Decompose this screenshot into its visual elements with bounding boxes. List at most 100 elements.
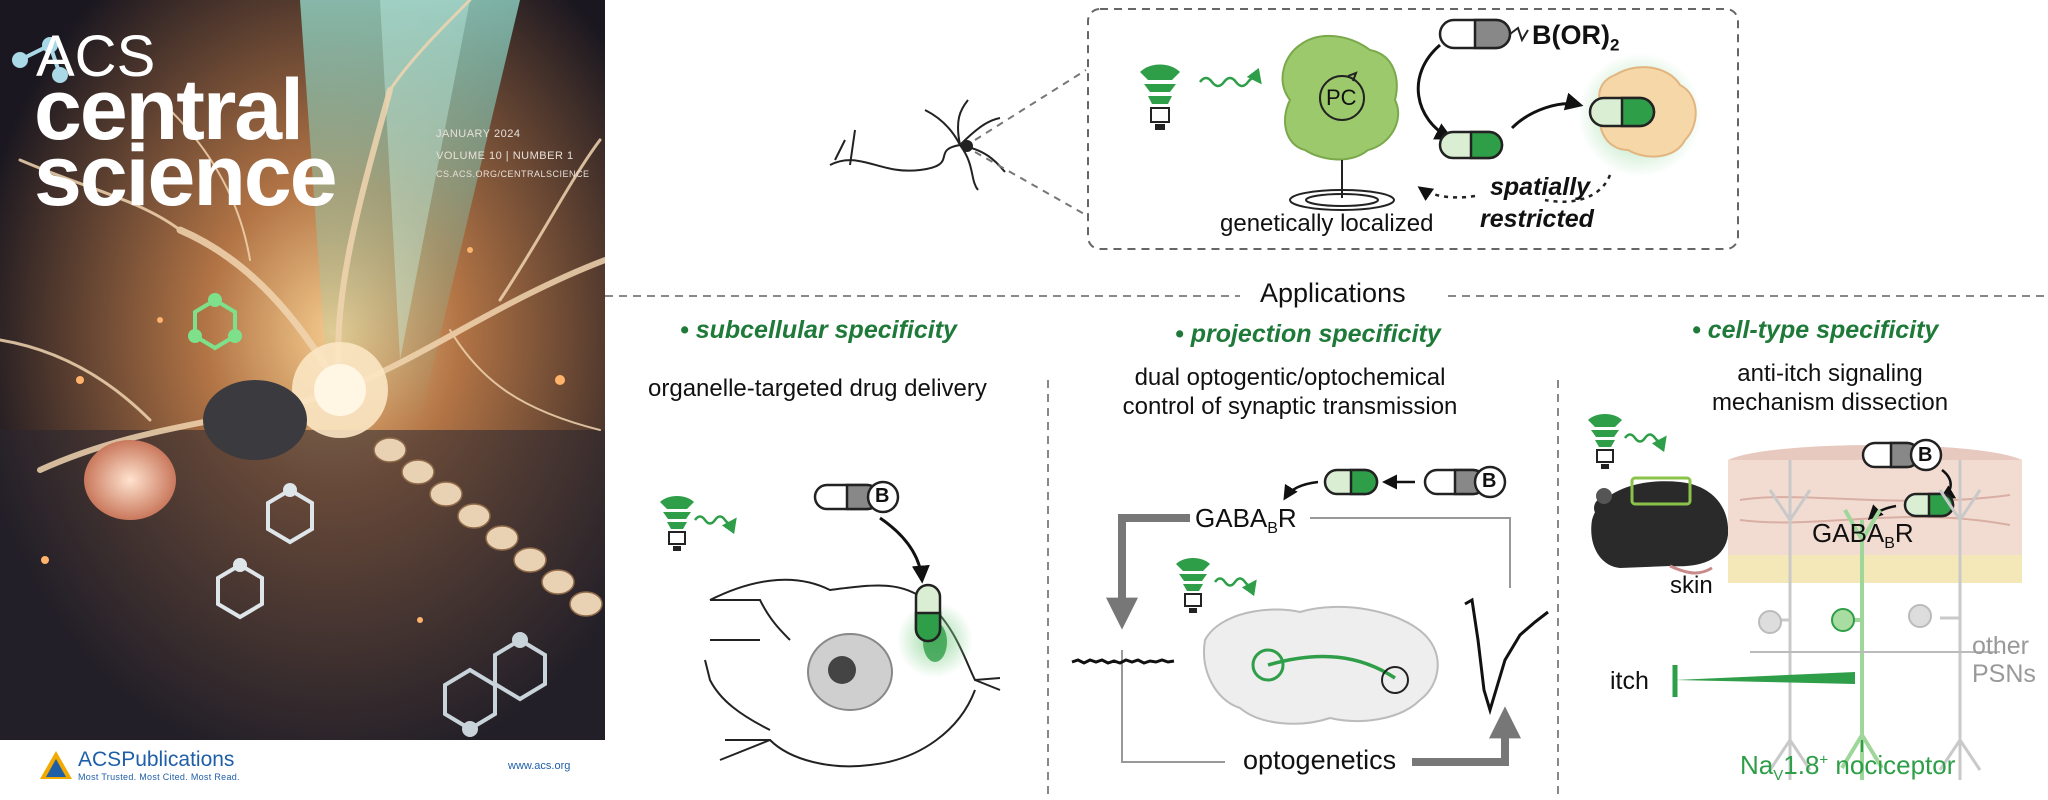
bound-drug-capsule [1588, 96, 1656, 128]
panel1-b-label: B [875, 485, 890, 507]
projection-description-line2: control of synaptic transmission [1122, 393, 1458, 420]
mouse-ear [1596, 488, 1612, 504]
photocatalyst-protein [1281, 34, 1400, 161]
light-bulb-icon-panel2 [1176, 558, 1210, 613]
inhibition-flow-arrow [1106, 514, 1190, 630]
other-psn-right-soma [1908, 604, 1932, 628]
skin-label: skin [1670, 572, 1713, 599]
cover-journal-acs: ACS [36, 24, 156, 89]
celltype-description-line1: anti-itch signaling [1737, 360, 1923, 387]
scheme-box [1087, 8, 1739, 250]
subcellular-description: organelle-targeted drug delivery [648, 375, 987, 402]
light-wave-panel2 [1213, 577, 1257, 597]
mouse-body [1591, 481, 1729, 568]
cover-url: CS.ACS.ORG/CENTRALSCIENCE [436, 169, 590, 179]
receptor-link-line [1310, 517, 1511, 588]
publisher-tagline: Most Trusted. Most Cited. Most Read. [78, 772, 240, 782]
projection-target [1381, 666, 1409, 694]
panel3-b-label: B [1918, 444, 1933, 466]
skin-region-box [1630, 476, 1692, 506]
panel2-receptor-main: GABA [1195, 503, 1268, 533]
other-psn-right [1938, 460, 1982, 780]
uncaged-drug-capsule-panel2 [1323, 468, 1379, 496]
boronate-label: B(OR)2 [1532, 20, 1619, 55]
publisher-name-publications: Publications [121, 748, 235, 771]
nociceptor-rest: 1.8 [1783, 750, 1820, 780]
caged-drug-capsule-panel1 [813, 480, 900, 514]
applications-title: Applications [1260, 278, 1406, 308]
publisher-url: www.acs.org [508, 760, 571, 772]
mouse-tail [1669, 564, 1713, 575]
projection-heading: • projection specificity [1175, 320, 1441, 348]
restriction-arrow [1417, 186, 1476, 202]
suppressed-trace [1071, 658, 1175, 665]
nociceptor-soma [1831, 608, 1855, 632]
panel3-receptor-label: GABABR [1812, 518, 1914, 553]
delivery-arrow [1510, 92, 1584, 130]
cover-journal-central: central [34, 62, 304, 158]
nociceptor-end: nociceptor [1828, 750, 1956, 780]
panel3-receptor-sub: B [1884, 535, 1895, 553]
light-bulb-icon-panel3 [1588, 414, 1622, 469]
panel1-arrow [879, 516, 930, 584]
other-psns-line1: other [1972, 632, 2029, 660]
nucleolus [828, 656, 856, 684]
nociceptor-sup: + [1819, 751, 1829, 769]
caged-drug-capsule-panel2 [1423, 465, 1507, 499]
cell-outline [704, 578, 1001, 768]
optogenetics-flow-arrow [1412, 706, 1521, 766]
cover-journal-science: science [34, 128, 338, 224]
injection-site [1251, 648, 1285, 682]
panel2-receptor-label: GABABR [1195, 503, 1297, 538]
panel3-receptor-end: R [1894, 518, 1914, 548]
cover-volume: VOLUME 10 | NUMBER 1 [436, 150, 574, 162]
other-psns-line2: PSNs [1972, 660, 2036, 688]
publisher-name: ACSPublications [78, 748, 234, 772]
projection-description-line1: dual optogentic/optochemical [1134, 364, 1446, 391]
neuron-icon [829, 99, 1006, 191]
panel2-receptor-sub: B [1267, 520, 1278, 538]
restricted-label: restricted [1480, 205, 1594, 233]
celltype-description-line2: mechanism dissection [1711, 389, 1949, 416]
optogenetics-link-left [1121, 650, 1225, 763]
caged-drug-capsule-top [1438, 18, 1529, 50]
projection-pathway [1267, 654, 1396, 680]
caged-drug-capsule-panel3 [1861, 438, 1943, 472]
nociceptor-label: NaV1.8+ nociceptor [1740, 750, 1955, 784]
light-wave-panel3 [1623, 433, 1667, 453]
uncaging-arrow [1416, 43, 1454, 140]
uncaged-drug-capsule [1438, 130, 1504, 160]
zoom-line-bottom [974, 151, 1087, 216]
celltype-heading: • cell-type specificity [1692, 316, 1939, 344]
evoked-trace [1464, 597, 1549, 716]
light-wave-top [1199, 67, 1262, 88]
itch-label: itch [1610, 667, 1649, 695]
brain-outline [1203, 606, 1439, 725]
uncaged-drug-capsule-panel1 [914, 583, 942, 643]
panel2-bind-arrow [1283, 480, 1319, 501]
boronate-subscript: 2 [1609, 35, 1620, 55]
acs-logo-icon [40, 751, 72, 779]
optogenetics-label: optogenetics [1243, 745, 1397, 775]
cover-artwork [0, 0, 605, 740]
itch-inhibition-wedge [1675, 672, 1855, 684]
light-bulb-icon-panel1 [660, 496, 694, 551]
light-wave-panel1 [693, 515, 737, 535]
zoom-line-top [974, 69, 1087, 141]
other-psn-left-soma [1758, 610, 1782, 634]
publisher-name-acs: ACS [78, 748, 122, 771]
boronate-text: B(OR) [1532, 20, 1610, 50]
journal-cover: ACS central science JANUARY 2024 VOLUME … [0, 0, 605, 740]
panel2-receptor-end: R [1277, 503, 1297, 533]
spatially-label: spatially [1490, 173, 1591, 201]
light-bulb-icon-top [1140, 64, 1180, 130]
pc-label: PC [1326, 85, 1357, 110]
nociceptor-main: Na [1740, 750, 1774, 780]
subcellular-heading: • subcellular specificity [680, 316, 957, 344]
panel2-b-label: B [1482, 470, 1497, 492]
panel3-receptor-main: GABA [1812, 518, 1885, 548]
panel3-bind-arrow [1867, 504, 1897, 521]
nociceptor-sub: V [1773, 767, 1784, 785]
genetically-localized-label: genetically localized [1220, 210, 1434, 237]
